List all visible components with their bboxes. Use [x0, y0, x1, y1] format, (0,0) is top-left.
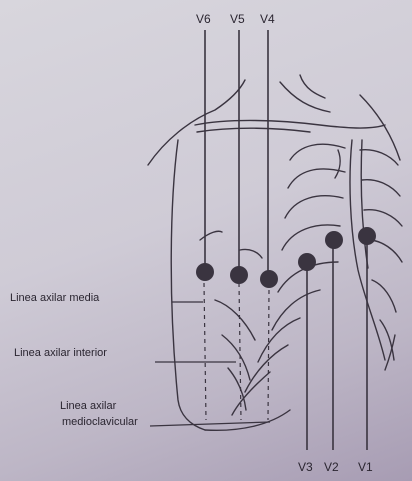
torso-left-outline	[148, 80, 245, 165]
lead-label-v1: V1	[358, 460, 373, 474]
label-medioclavicular-1: Linea axilar	[60, 400, 116, 412]
electrode-v5	[230, 266, 248, 284]
label-axilar-media: Linea axilar media	[10, 292, 99, 304]
clavicle	[195, 120, 385, 128]
torso-lower-outline	[205, 410, 290, 430]
electrode-v2	[325, 231, 343, 249]
lead-label-v5: V5	[230, 12, 245, 26]
dashed-line-v5	[239, 283, 241, 420]
electrode-v4	[260, 270, 278, 288]
electrode-v1	[358, 227, 376, 245]
label-axilar-anterior: Linea axilar interior	[14, 347, 107, 359]
lead-label-v6: V6	[196, 12, 211, 26]
lead-label-v3: V3	[298, 460, 313, 474]
label-medioclavicular-2: medioclavicular	[62, 416, 138, 428]
pointer-medioclavicular	[150, 422, 270, 426]
dashed-line-v4	[268, 290, 269, 420]
dashed-line-v6	[204, 283, 206, 420]
torso-left-side	[171, 140, 205, 430]
electrode-v3	[298, 253, 316, 271]
electrode-v6	[196, 263, 214, 281]
lead-label-v4: V4	[260, 12, 275, 26]
lead-label-v2: V2	[324, 460, 339, 474]
